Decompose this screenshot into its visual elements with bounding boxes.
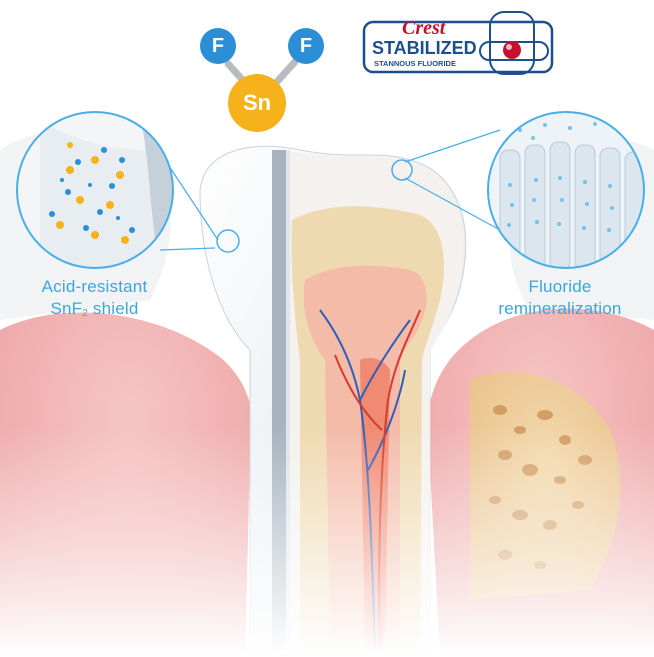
shield-label: Acid-resistant SnF2 shield [12,276,177,325]
svg-text:STANNOUS FLUORIDE: STANNOUS FLUORIDE [374,59,456,68]
svg-text:STABILIZED: STABILIZED [372,38,477,58]
fluorine-atom-1: F [200,28,236,64]
remineralization-label-line1: Fluoride [475,276,645,298]
shield-label-line1: Acid-resistant [12,276,177,298]
remineralization-label: Fluoride remineralization [475,276,645,320]
svg-text:Crest: Crest [402,17,447,39]
remineralization-label-line2: remineralization [475,298,645,320]
tin-atom: Sn [228,74,286,132]
fluorine-atom-2: F [288,28,324,64]
crest-stabilized-logo: Crest STABILIZED STANNOUS FLUORIDE [362,10,556,76]
shield-label-line2: SnF2 shield [12,298,177,325]
